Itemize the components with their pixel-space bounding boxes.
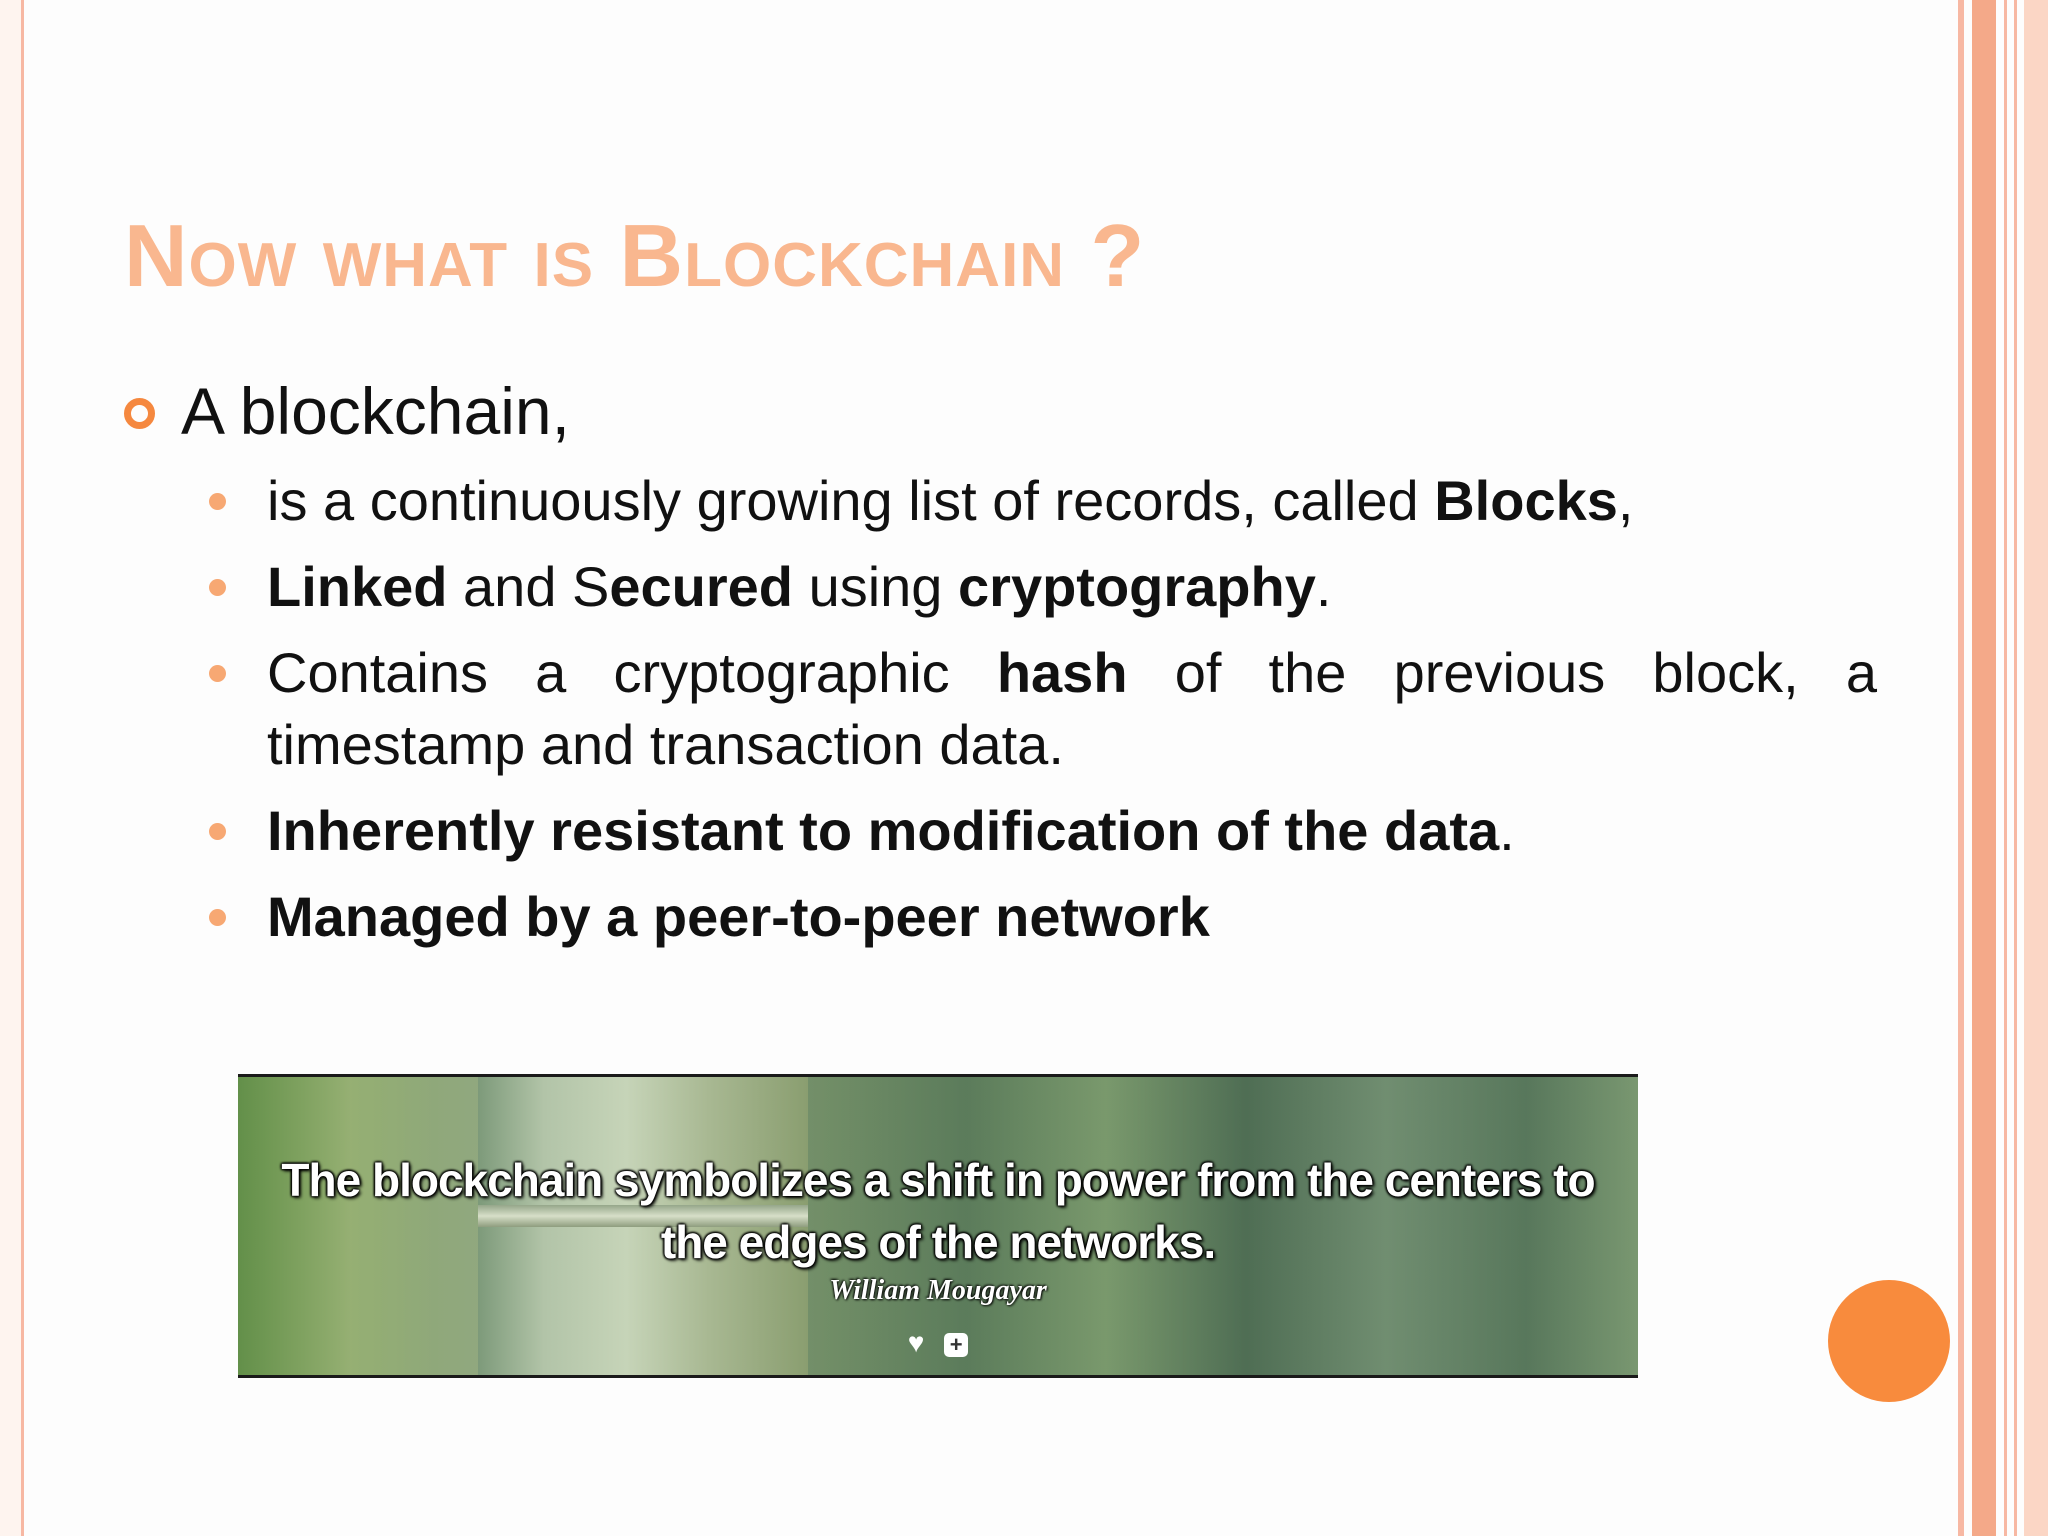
plus-icon: +	[944, 1332, 969, 1357]
sub-bullet-text: Contains a cryptographic	[267, 641, 997, 705]
accent-circle	[1828, 1280, 1950, 1402]
sub-bullet-text: hash	[996, 641, 1128, 705]
sub-bullet-item: Contains a cryptographic hash of the pre…	[209, 637, 1877, 781]
quote-image: The blockchain symbolizes a shift in pow…	[238, 1074, 1638, 1378]
quote-line-2: the edges of the networks.	[660, 1216, 1216, 1268]
right-decorative-stripe	[1958, 0, 1964, 1536]
left-decorative-border	[0, 0, 24, 1536]
sub-bullet-text: Managed by a peer-to-peer network	[267, 885, 1210, 949]
ring-bullet-icon	[124, 398, 155, 430]
slide-content: A blockchain, is a continuously growing …	[124, 372, 1877, 953]
dot-bullet-icon	[209, 493, 226, 511]
sub-bullet-text: .	[1315, 555, 1332, 619]
dot-bullet-icon	[209, 665, 226, 683]
sub-bullet-text: and S	[447, 555, 610, 619]
sub-bullet-item: Inherently resistant to modification of …	[209, 795, 1804, 867]
right-decorative-stripe	[2024, 0, 2048, 1536]
sub-bullet-text: Inherently resistant to modification of …	[267, 799, 1500, 863]
sub-bullet-item: Linked and Secured using cryptography.	[209, 551, 1804, 623]
quote-line-1: The blockchain symbolizes a shift in pow…	[281, 1154, 1595, 1206]
sub-bullet-text: Linked	[267, 555, 448, 619]
sub-bullet-item: Managed by a peer-to-peer network	[209, 881, 1804, 953]
main-bullet: A blockchain,	[124, 372, 1804, 451]
sub-bullet-item: is a continuously growing list of record…	[209, 465, 1804, 537]
right-decorative-stripe	[2004, 0, 2007, 1536]
sub-bullet-text: .	[1499, 799, 1515, 863]
quote-text: The blockchain symbolizes a shift in pow…	[238, 1149, 1638, 1273]
dot-bullet-icon	[209, 909, 226, 927]
main-bullet-text: A blockchain,	[181, 374, 570, 448]
sub-bullet-list: is a continuously growing list of record…	[124, 465, 1877, 953]
dot-bullet-icon	[209, 823, 226, 841]
sub-bullet-text: of the previous block, a timestamp and t…	[267, 641, 1877, 777]
heart-icon: ♥	[907, 1327, 925, 1358]
dot-bullet-icon	[209, 579, 226, 597]
right-decorative-stripe	[1972, 0, 1996, 1536]
sub-bullet-text: Blocks	[1434, 469, 1618, 533]
sub-bullet-text: ecured	[609, 555, 794, 619]
sub-bullet-text: cryptography	[958, 555, 1316, 619]
right-decorative-stripe	[2014, 0, 2017, 1536]
quote-author: William Mougayar	[829, 1275, 1047, 1306]
sub-bullet-text: is a continuously growing list of record…	[267, 469, 1435, 533]
sub-bullet-text: ,	[1617, 469, 1634, 533]
slide-title: Now what is Blockchain ?	[124, 206, 1146, 305]
bamboo-node	[478, 1205, 808, 1227]
quote-actions: ♥ +	[238, 1327, 1638, 1359]
sub-bullet-text: using	[793, 555, 959, 619]
